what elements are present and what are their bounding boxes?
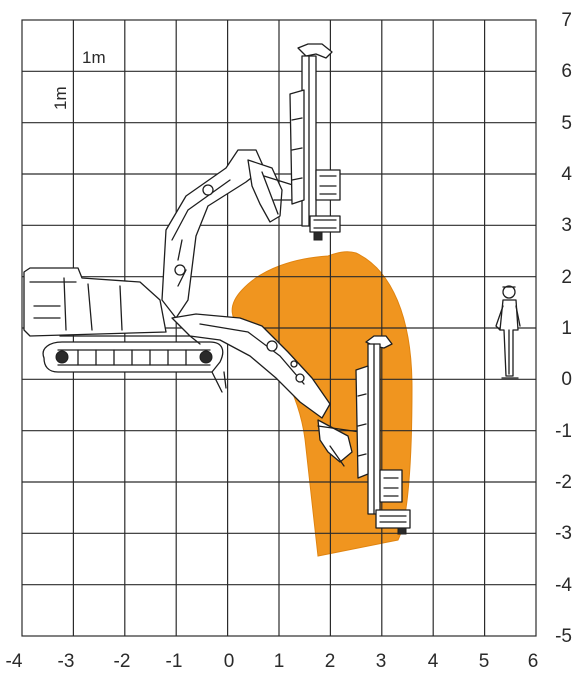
x-tick-label: -4 (6, 651, 23, 672)
y-tick-label: -4 (555, 575, 572, 596)
x-tick-label: 2 (325, 651, 336, 672)
y-tick-label: -3 (555, 523, 572, 544)
y-axis: 7 6 5 4 3 2 1 0 -1 -2 -3 -4 -5 (555, 10, 572, 647)
y-tick-label: 7 (561, 10, 572, 31)
rig-head-upper (247, 159, 283, 223)
rig-boom-lower (171, 313, 331, 419)
scale-label-vertical: 1m (51, 86, 70, 110)
rig-body (23, 267, 167, 337)
y-tick-label: 4 (561, 164, 572, 185)
x-tick-label: -3 (58, 651, 75, 672)
rig-head-lower (317, 419, 353, 463)
y-tick-label: -2 (555, 472, 572, 493)
y-tick-label: 3 (561, 215, 572, 236)
scale-label-horizontal: 1m (82, 48, 106, 67)
y-tick-label: -1 (555, 421, 572, 442)
y-tick-label: -5 (555, 626, 572, 647)
x-tick-label: 0 (224, 651, 235, 672)
drill-mast-icon (289, 43, 341, 241)
drill-mast-icon (355, 335, 411, 535)
y-tick-label: 2 (561, 267, 572, 288)
y-tick-label: 6 (561, 61, 572, 82)
rig-track (42, 341, 224, 373)
y-tick-label: 0 (561, 369, 572, 390)
drilling-rig-icon (23, 149, 373, 467)
person-scale-icon (495, 285, 521, 379)
y-tick-label: 5 (561, 113, 572, 134)
x-tick-label: 6 (528, 651, 539, 672)
y-tick-label: 1 (561, 318, 572, 339)
x-tick-label: 1 (274, 651, 285, 672)
x-tick-label: -2 (114, 651, 131, 672)
x-tick-label: 5 (479, 651, 490, 672)
x-tick-label: 3 (376, 651, 387, 672)
x-tick-label: 4 (428, 651, 439, 672)
x-axis: -4 -3 -2 -1 0 1 2 3 4 5 6 (6, 651, 539, 672)
x-tick-label: -1 (166, 651, 183, 672)
